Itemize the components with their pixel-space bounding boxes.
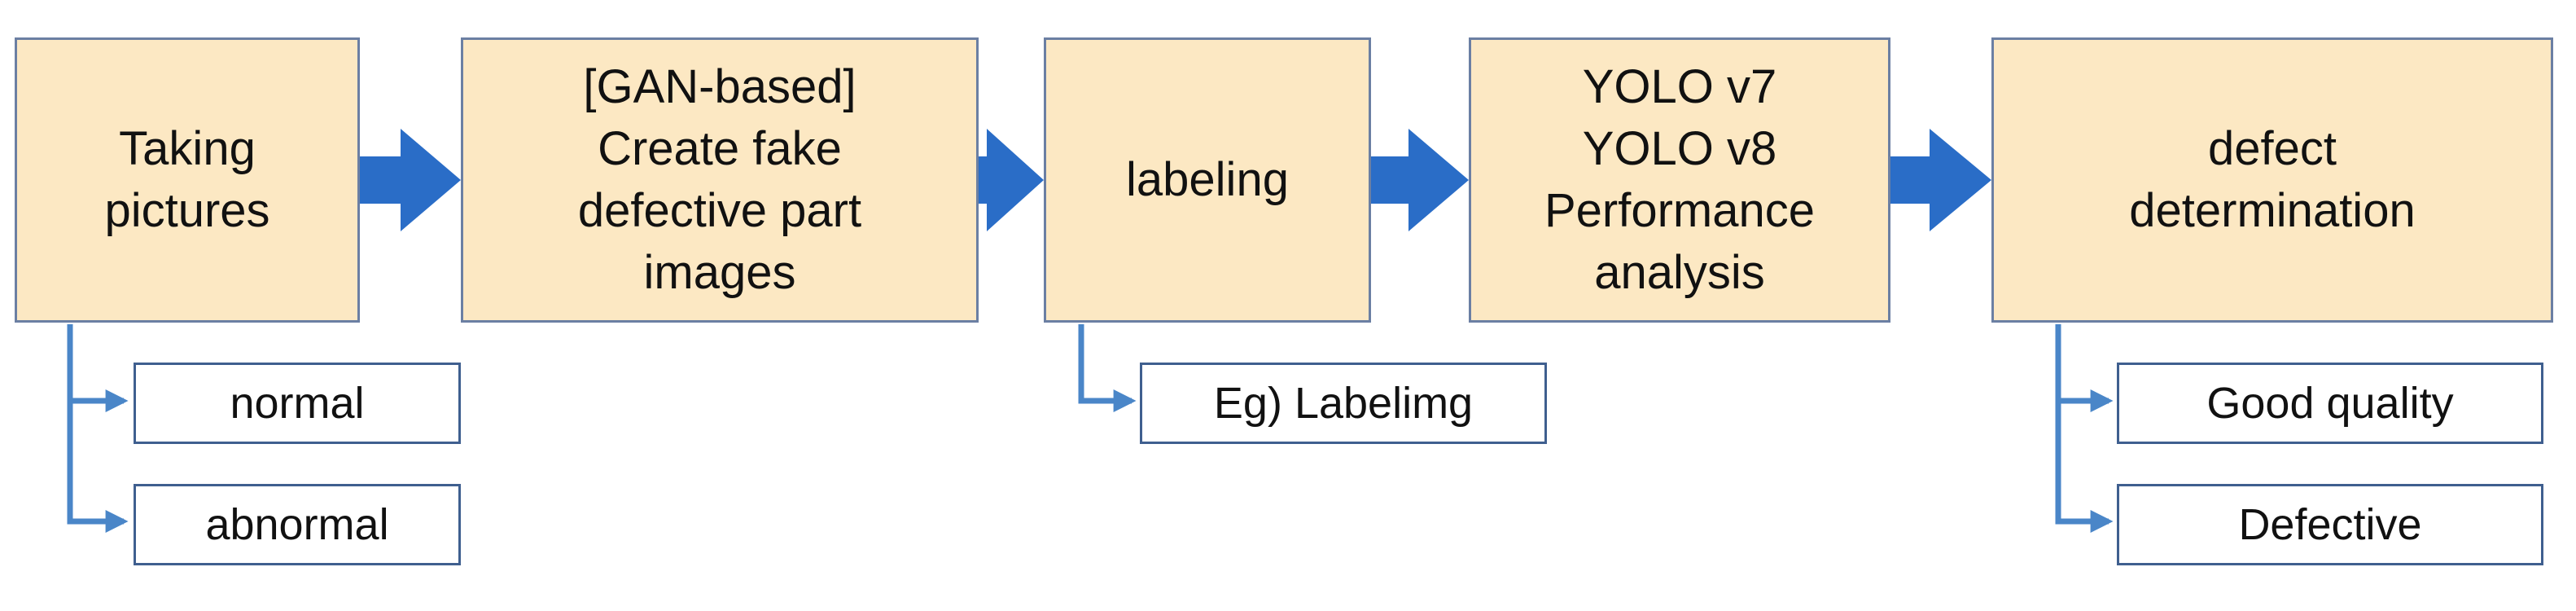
step-labeling: labeling bbox=[1044, 37, 1371, 323]
step-gan-line-4: images bbox=[643, 246, 796, 299]
step-defect-line-1: defect bbox=[2208, 122, 2337, 175]
step-taking-pictures-line-2: pictures bbox=[104, 184, 270, 237]
step-defect-line-2: determination bbox=[2129, 184, 2416, 237]
step-yolo-line-3: Performance bbox=[1544, 184, 1816, 237]
flow-arrow-1 bbox=[358, 129, 461, 231]
connector-abnormal bbox=[67, 401, 129, 533]
step-gan-line-2: Create fake bbox=[598, 122, 842, 175]
flow-arrow-4 bbox=[1889, 129, 1991, 231]
step-yolo-line-2: YOLO v8 bbox=[1582, 122, 1777, 175]
sub-item-defective: Defective bbox=[2117, 484, 2543, 565]
connector-good-quality bbox=[2055, 324, 2114, 412]
step-yolo-line-1: YOLO v7 bbox=[1582, 60, 1777, 113]
step-gan-line-3: defective part bbox=[577, 184, 862, 237]
step-yolo-analysis: YOLO v7 YOLO v8 Performance analysis bbox=[1469, 37, 1890, 323]
step-defect-determination: defect determination bbox=[1991, 37, 2553, 323]
connector-normal bbox=[67, 324, 129, 412]
step-taking-pictures-line-1: Taking bbox=[119, 122, 256, 175]
step-gan-fake-images: [GAN-based] Create fake defective part i… bbox=[461, 37, 979, 323]
step-yolo-line-4: analysis bbox=[1594, 246, 1765, 299]
step-labeling-line-1: labeling bbox=[1126, 153, 1289, 206]
connector-labelimg bbox=[1078, 324, 1137, 412]
sub-item-abnormal: abnormal bbox=[134, 484, 461, 565]
step-gan-line-1: [GAN-based] bbox=[583, 60, 856, 113]
step-taking-pictures: Taking pictures bbox=[15, 37, 360, 323]
flow-arrow-2 bbox=[976, 129, 1044, 231]
flow-arrow-3 bbox=[1369, 129, 1469, 231]
sub-item-normal: normal bbox=[134, 363, 461, 444]
sub-item-labelimg: Eg) Labelimg bbox=[1140, 363, 1547, 444]
sub-item-good-quality: Good quality bbox=[2117, 363, 2543, 444]
connector-defective bbox=[2055, 401, 2114, 533]
